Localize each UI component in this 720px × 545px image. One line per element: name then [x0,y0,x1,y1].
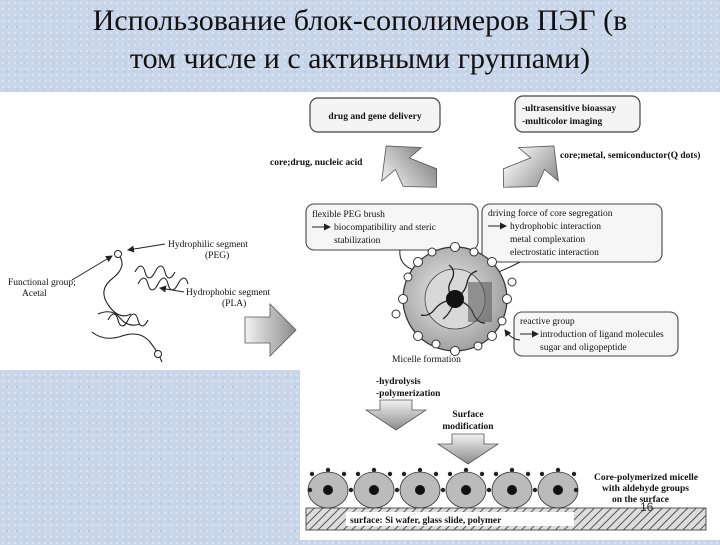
stabilization-text: stabilization [334,236,381,246]
diagram-figure: drug and gene delivery -ultrasensitive b… [0,92,720,540]
substrate-label: surface: Si wafer, glass slide, polymer [350,516,502,526]
acetal-label: Acetal [22,289,47,299]
surface-label-1: Surface [452,410,483,420]
functional-arrow [71,255,113,281]
peg-brush-text: flexible PEG brush [312,209,385,220]
bioassay-text: -ultrasensitive bioassay [522,104,616,114]
title-line-1: Использование блок-сополимеров ПЭГ (в [92,4,628,37]
core-polymerized-label-1: Core-polymerized micelle [594,473,698,483]
electrostatic-text: electrostatic interaction [510,248,599,258]
reactive-pointer [504,329,521,341]
diagram-svg: drug and gene delivery -ultrasensitive b… [0,92,720,540]
title-line-2: том числе и с активными группами) [129,42,591,75]
core-metal-label: core;metal, semiconductor(Q dots) [560,150,700,161]
chain-end-groups [114,250,162,358]
bioassay-box [514,95,641,133]
hydrophobic-label: Hydrophobic segment [186,288,271,298]
micelle-shell-groups [391,242,517,356]
hydrophilic-label: Hydrophilic segment [168,240,248,250]
hydrolysis-label: -hydrolysis [376,377,421,387]
biocompat-text: biocompatibility and steric [334,223,436,233]
drug-gene-delivery-box [309,97,441,133]
reactive-group-title: reactive group [520,317,575,327]
polymerization-label: -polymerization [376,389,441,399]
slide-title: Использование блок-сополимеров ПЭГ (в то… [0,2,720,78]
substrate-label-bg [346,512,574,526]
micelle-formation-label: Micelle formation [392,354,461,365]
peg-brush-box [305,203,479,251]
peg-label: (PEG) [205,250,229,261]
ligand-text: introduction of ligand molecules [540,329,664,340]
hydrophobic-arrow [159,285,185,293]
page-number: 16 [640,500,654,514]
metal-complexation-text: metal complexation [510,235,585,245]
functional-group-label: Functional group; [8,278,76,288]
core-polymerized-label-3: on the surface [612,495,669,505]
arrow-to-micelle [244,303,297,357]
surface-label-2: modification [442,422,494,432]
core-polymerized-label-2: with aldehyde groups [602,484,689,494]
core-drug-label: core;drug, nucleic acid [270,158,363,168]
pla-label: (PLA) [222,298,246,309]
arrow-down-polymerize [364,399,428,431]
drug-gene-delivery-text: drug and gene delivery [328,112,421,122]
hydrophilic-arrow [127,243,166,253]
core-seg-title: driving force of core segregation [488,208,613,219]
sugar-text: sugar and oligopeptide [540,343,627,353]
arrow-down-surface [436,433,500,465]
reactive-group-box [513,311,679,357]
arrow-up-right [502,145,559,188]
imaging-text: -multicolor imaging [522,117,603,127]
micelle [402,246,508,352]
hydrophobic-interaction-text: hydrophobic interaction [510,222,601,232]
arrow-up-left [381,145,438,188]
core-segregation-box [481,203,663,263]
